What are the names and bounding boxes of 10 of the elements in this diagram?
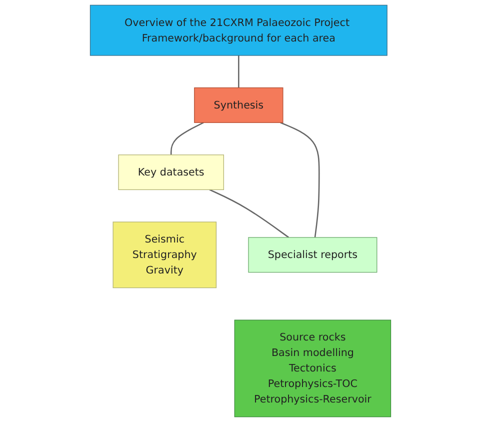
node-box: Overview of the 21CXRM Palaeozoic Project Framework/background for each area	[90, 4, 388, 56]
node-box: Seismic Stratigraphy Gravity	[112, 222, 217, 288]
node-box: Source rocks Basin modelling Tectonics Petrophysics-TOC Petrophysics-Reservoir	[234, 320, 392, 418]
node-box: Specialist reports	[248, 237, 378, 273]
node-box: Key datasets	[118, 154, 224, 190]
connector	[238, 56, 240, 88]
connector	[209, 189, 290, 238]
connector	[170, 122, 204, 155]
node-box: Synthesis	[194, 87, 284, 123]
connector	[280, 122, 320, 238]
